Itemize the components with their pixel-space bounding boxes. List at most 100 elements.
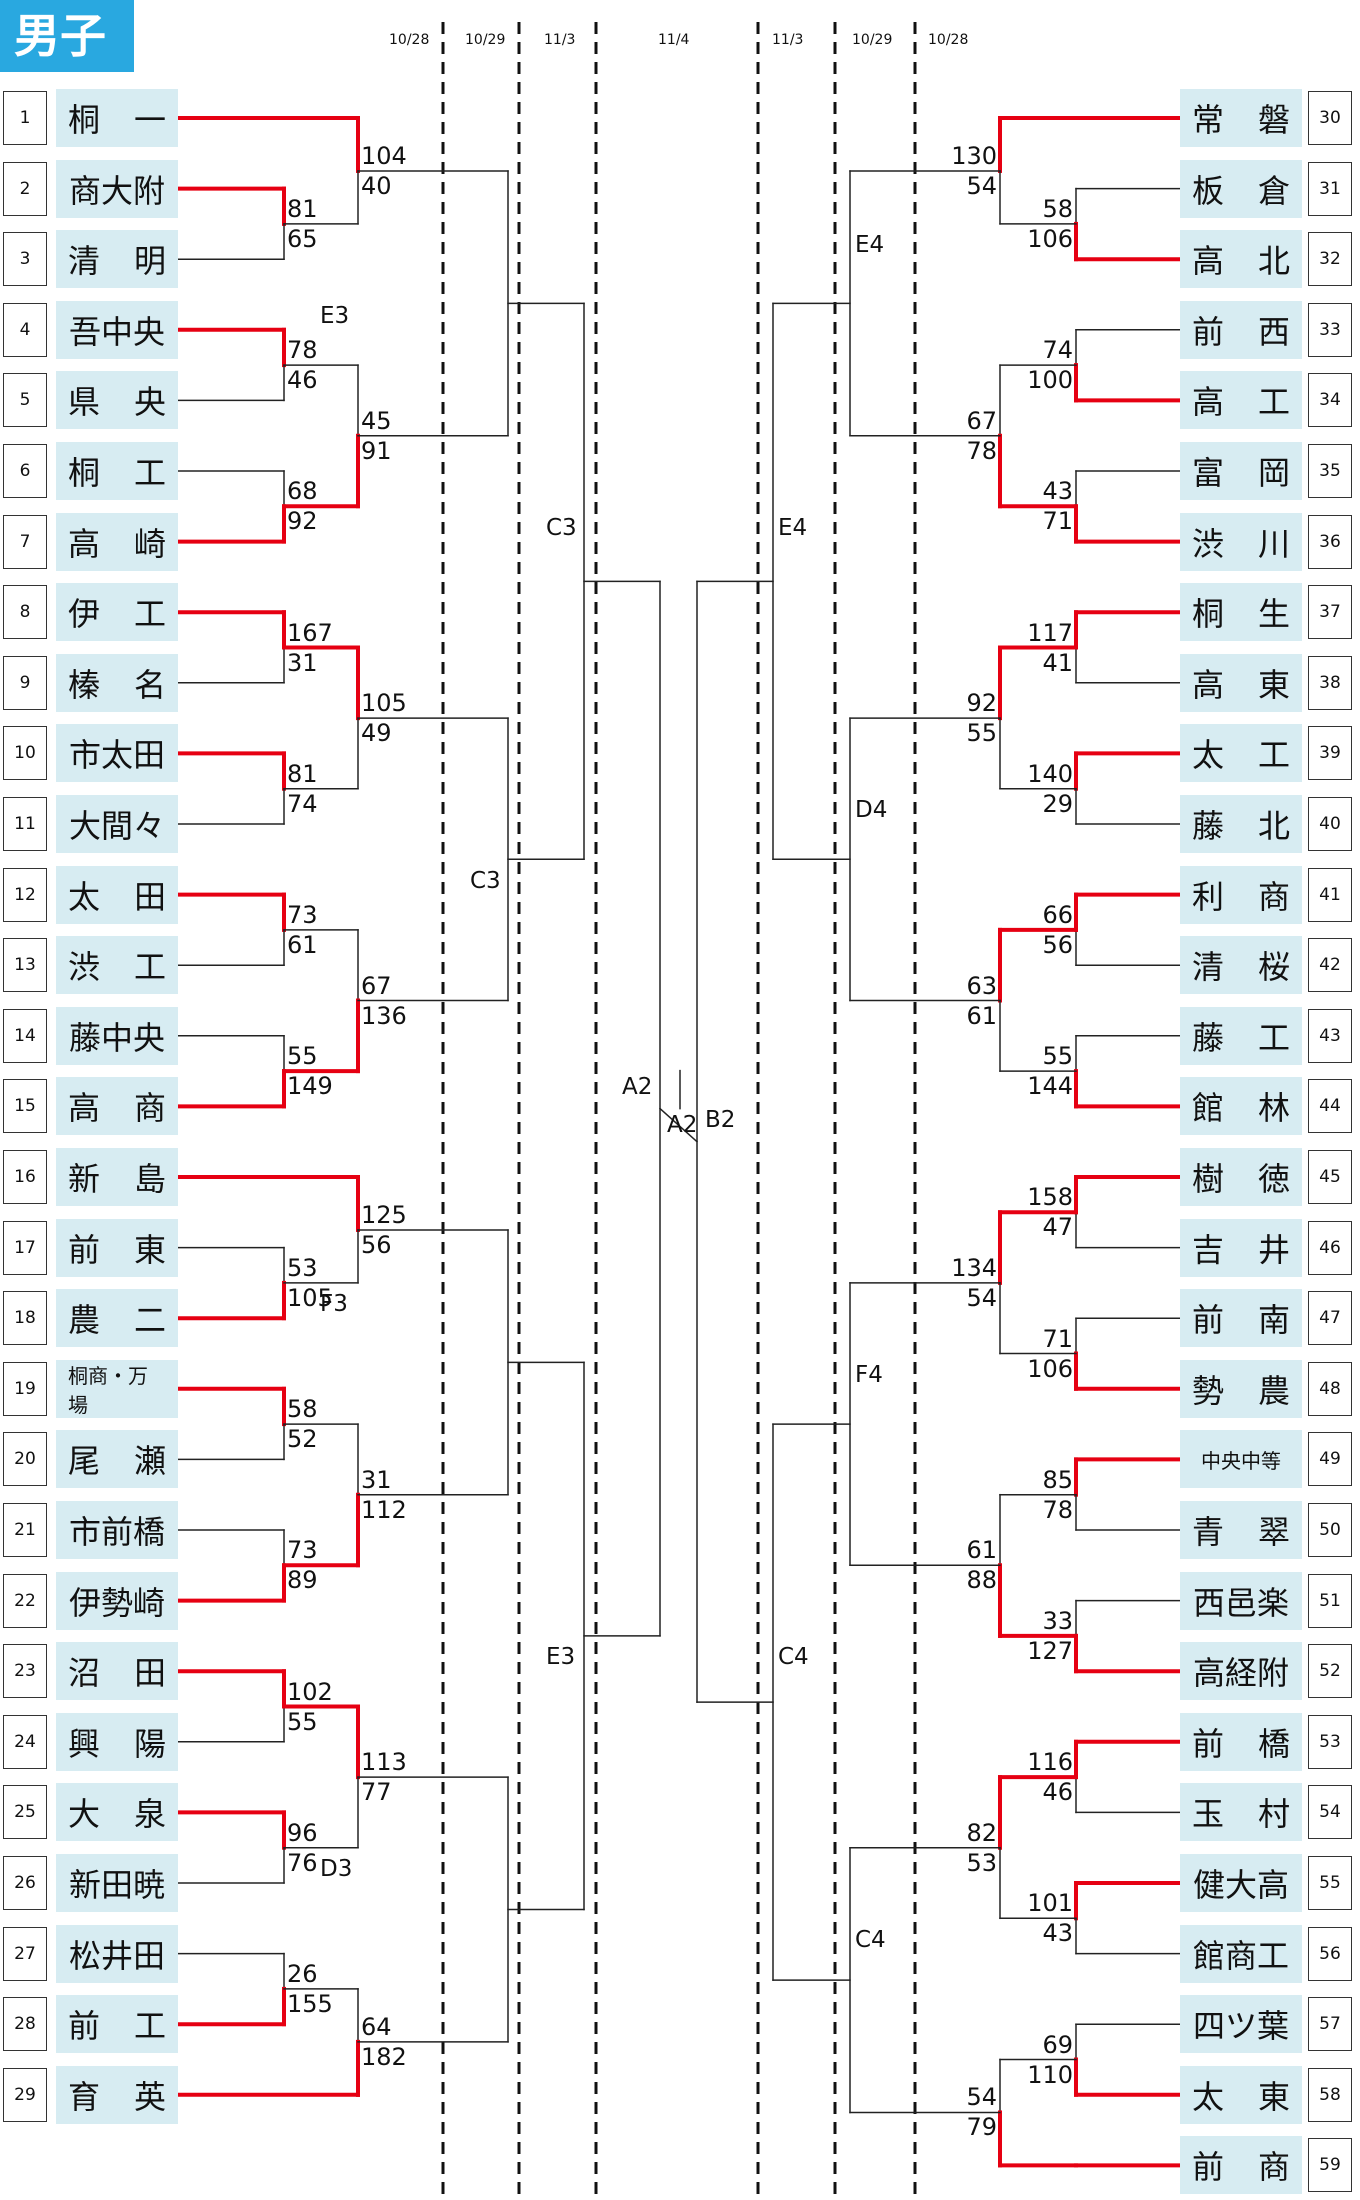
score-lower: 61 xyxy=(287,930,318,959)
seed-number: 35 xyxy=(1308,444,1352,498)
team-name: 大泉 xyxy=(56,1783,178,1842)
team-name-char: 北 xyxy=(1257,807,1290,845)
team-name: 桐工 xyxy=(56,442,178,500)
seed-number: 14 xyxy=(3,1008,47,1063)
score-lower: 71 xyxy=(1042,507,1073,536)
seed-number: 33 xyxy=(1308,302,1352,357)
team-name: 藤北 xyxy=(1180,795,1302,853)
round-date: 10/29 xyxy=(852,32,893,48)
score-upper: 92 xyxy=(966,689,997,718)
seed-number: 11 xyxy=(3,797,47,851)
seed-number: 44 xyxy=(1308,1079,1352,1134)
team-name-char: 育 xyxy=(68,2077,101,2116)
score-upper: 43 xyxy=(1042,477,1073,506)
round-date: 10/28 xyxy=(928,32,969,48)
venue-code: D3 xyxy=(320,1856,353,1882)
team-name: 商大附 xyxy=(56,159,178,218)
score-lower: 43 xyxy=(1042,1919,1073,1948)
seed-number: 59 xyxy=(1308,2138,1352,2193)
team-name: 前東 xyxy=(56,1218,178,1277)
team-name-char: 工 xyxy=(1257,383,1290,422)
seed-number: 49 xyxy=(1308,1432,1352,1487)
score-lower: 78 xyxy=(966,436,997,465)
venue-code: A2 xyxy=(622,1073,653,1100)
team-name-char: 尾 xyxy=(68,1442,101,1481)
venue-code: A2 xyxy=(667,1111,698,1138)
team-name: 渋工 xyxy=(56,936,178,995)
team-name: 四ツ葉 xyxy=(1180,1995,1302,2054)
team-name: 富岡 xyxy=(1180,442,1302,500)
score-upper: 68 xyxy=(287,477,318,506)
team-name: 県央 xyxy=(56,371,178,430)
score-upper: 63 xyxy=(966,971,997,1000)
team-name: 樹徳 xyxy=(1180,1148,1302,1206)
round-date: 11/4 xyxy=(658,32,690,48)
venue-code: D4 xyxy=(855,797,888,823)
score-upper: 31 xyxy=(361,1465,392,1494)
team-name-char: 倉 xyxy=(1257,171,1290,210)
team-name: 尾瀬 xyxy=(56,1430,178,1489)
team-name-char: 桐 xyxy=(1192,595,1225,634)
seed-number: 1 xyxy=(3,91,47,145)
score-upper: 73 xyxy=(287,900,318,929)
score-lower: 136 xyxy=(361,1001,407,1030)
score-lower: 55 xyxy=(966,719,997,748)
score-lower: 155 xyxy=(287,1989,333,2018)
score-lower: 56 xyxy=(361,1230,392,1259)
score-lower: 54 xyxy=(966,171,997,200)
team-name-char: 桐 xyxy=(68,454,101,492)
team-name: 中央中等 xyxy=(1180,1430,1302,1489)
score-lower: 100 xyxy=(1027,366,1073,395)
team-name-char: 高 xyxy=(68,524,101,563)
score-lower: 92 xyxy=(287,507,318,536)
team-name-char: 橋 xyxy=(1257,1724,1290,1763)
team-name-char: 工 xyxy=(133,948,166,987)
score-upper: 26 xyxy=(287,1959,318,1988)
score-lower: 77 xyxy=(361,1778,392,1807)
score-lower: 41 xyxy=(1042,648,1073,677)
score-lower: 88 xyxy=(966,1566,997,1595)
team-name-char: 英 xyxy=(133,2077,166,2116)
score-upper: 55 xyxy=(287,1042,318,1071)
seed-number: 17 xyxy=(3,1220,47,1275)
team-name: 榛名 xyxy=(56,653,178,712)
team-name-char: 樹 xyxy=(1192,1160,1225,1198)
score-lower: 47 xyxy=(1042,1213,1073,1242)
seed-number: 21 xyxy=(3,1503,47,1557)
score-upper: 78 xyxy=(287,336,318,365)
team-name-char: 東 xyxy=(133,1230,166,1269)
team-name: 太工 xyxy=(1180,724,1302,783)
team-name: 利商 xyxy=(1180,865,1302,924)
seed-number: 32 xyxy=(1308,232,1352,287)
final-line xyxy=(658,1107,699,1143)
score-lower: 89 xyxy=(287,1566,318,1595)
score-lower: 105 xyxy=(287,1283,333,1312)
team-name-char: 崎 xyxy=(133,524,166,563)
team-name-char: 林 xyxy=(1257,1089,1290,1128)
score-upper: 58 xyxy=(287,1395,318,1424)
team-name: 前西 xyxy=(1180,300,1302,359)
team-name-char: 明 xyxy=(133,242,166,281)
team-name-char: 央 xyxy=(133,383,166,422)
score-upper: 53 xyxy=(287,1253,318,1282)
seed-number: 7 xyxy=(3,514,47,569)
team-name: 前工 xyxy=(56,1995,178,2054)
score-upper: 81 xyxy=(287,194,318,223)
score-upper: 82 xyxy=(966,1818,997,1847)
team-name-char: 青 xyxy=(1192,1513,1225,1551)
team-name-char: 農 xyxy=(68,1301,101,1340)
team-name-char: 清 xyxy=(68,242,101,281)
team-name: 高工 xyxy=(1180,371,1302,430)
score-lower: 76 xyxy=(287,1848,318,1877)
score-lower: 91 xyxy=(361,436,392,465)
score-lower: 65 xyxy=(287,224,318,253)
score-upper: 116 xyxy=(1027,1748,1073,1777)
team-name-char: 泉 xyxy=(133,1795,166,1834)
seed-number: 54 xyxy=(1308,1785,1352,1840)
team-name-char: 東 xyxy=(1257,2077,1290,2116)
seed-number: 15 xyxy=(3,1079,47,1134)
team-name: 桐一 xyxy=(56,89,178,147)
team-name-char: 工 xyxy=(133,595,166,634)
team-name: 大間々 xyxy=(56,795,178,853)
seed-number: 16 xyxy=(3,1150,47,1204)
